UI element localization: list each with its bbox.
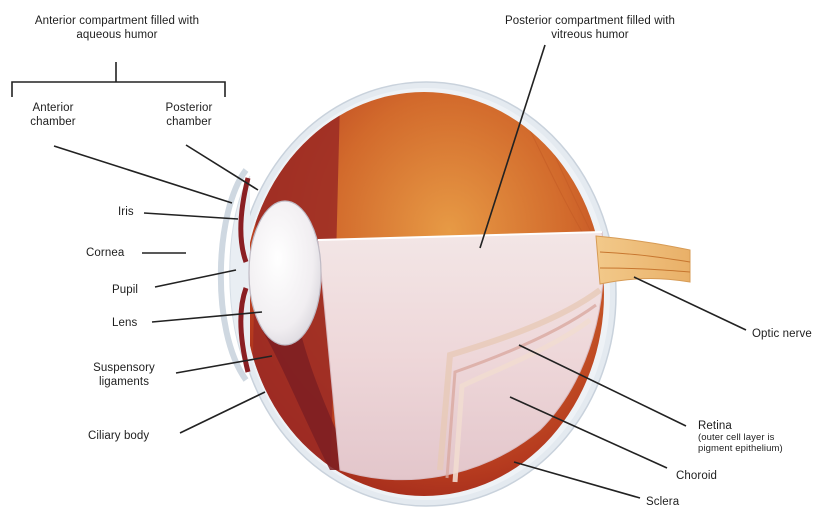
label-retina: Retina bbox=[698, 419, 732, 433]
cutaway-block bbox=[318, 232, 604, 482]
label-lens: Lens bbox=[112, 316, 137, 330]
label-optic-nerve: Optic nerve bbox=[752, 327, 812, 341]
label-suspensory-ligaments: Suspensory ligaments bbox=[76, 361, 172, 389]
label-anterior-chamber: Anterior chamber bbox=[18, 101, 88, 129]
lens-shape bbox=[249, 201, 321, 345]
optic-nerve bbox=[596, 236, 690, 284]
label-posterior-chamber: Posterior chamber bbox=[152, 101, 226, 129]
label-choroid: Choroid bbox=[676, 469, 717, 483]
label-posterior-compartment: Posterior compartment filled with vitreo… bbox=[480, 14, 700, 42]
label-anterior-compartment: Anterior compartment filled with aqueous… bbox=[2, 14, 232, 42]
label-ciliary-body: Ciliary body bbox=[88, 429, 149, 443]
label-pupil: Pupil bbox=[112, 283, 138, 297]
label-iris: Iris bbox=[118, 205, 134, 219]
label-retina-note: (outer cell layer is pigment epithelium) bbox=[698, 432, 783, 454]
label-cornea: Cornea bbox=[86, 246, 124, 260]
label-sclera: Sclera bbox=[646, 495, 679, 509]
